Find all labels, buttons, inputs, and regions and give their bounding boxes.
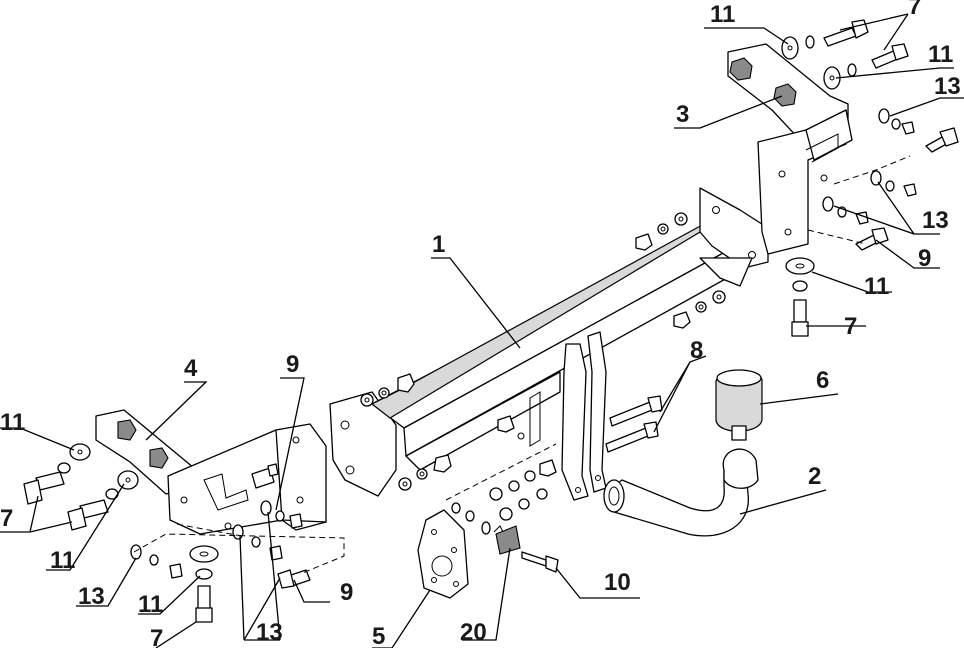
callout-5: 5 <box>372 623 385 648</box>
spring-part-20 <box>481 521 521 555</box>
callout-9-bottom: 9 <box>340 579 353 606</box>
left-bracket-part-4 <box>95 409 327 535</box>
callout-6: 6 <box>816 367 829 394</box>
callout-11-left1: 11 <box>0 409 25 436</box>
callout-11-bottom: 11 <box>138 591 163 618</box>
left-fasteners <box>23 443 311 623</box>
callout-10: 10 <box>604 569 631 596</box>
callout-20: 20 <box>460 619 487 646</box>
callout-1: 1 <box>432 231 445 258</box>
leader-lines <box>0 13 964 648</box>
assembly-dash-lines <box>133 155 911 575</box>
bolts-part-8 <box>605 395 663 453</box>
callout-13-top: 13 <box>934 73 961 100</box>
ball-mount-part-2 <box>603 448 759 537</box>
callout-7-top: 7 <box>908 0 921 20</box>
right-bracket-part-3 <box>727 43 853 255</box>
callout-2: 2 <box>808 463 821 490</box>
callout-13-left: 13 <box>78 583 105 610</box>
callout-9-top: 9 <box>286 351 299 378</box>
callout-7-bottom: 7 <box>150 625 163 648</box>
callout-3: 3 <box>676 101 689 128</box>
callout-11-top1: 11 <box>710 1 735 28</box>
callout-8: 8 <box>690 337 703 364</box>
callout-13-bottom: 13 <box>256 619 283 646</box>
callout-7-right: 7 <box>844 313 857 340</box>
socket-plate-part-5 <box>417 502 475 599</box>
ball-cover-part-6 <box>715 369 763 441</box>
callout-9-right: 9 <box>918 245 931 272</box>
callout-11-right: 11 <box>864 273 889 300</box>
cross-beam-part-1 <box>329 187 769 501</box>
right-beam-fasteners <box>635 212 726 329</box>
center-fasteners <box>489 415 557 521</box>
bolt-part-10 <box>521 551 559 573</box>
callout-4: 4 <box>184 355 198 382</box>
callout-7-left: 7 <box>0 505 13 532</box>
callout-11-left2: 11 <box>50 547 75 574</box>
left-beam-fasteners <box>360 373 452 491</box>
callout-11-top2: 11 <box>928 41 953 68</box>
callout-13-right: 13 <box>922 207 949 234</box>
